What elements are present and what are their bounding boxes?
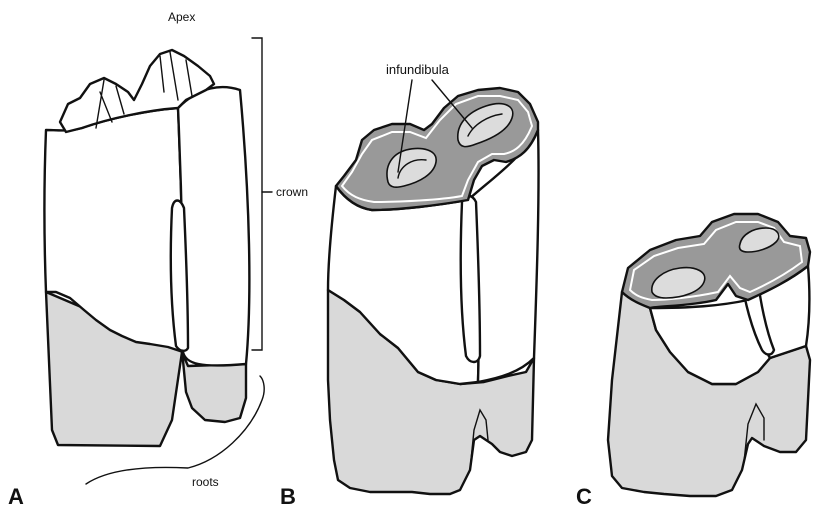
- panel-label-c: C: [576, 484, 592, 509]
- roots-label: roots: [192, 475, 219, 489]
- apex-label: Apex: [168, 10, 195, 24]
- tooth-b: [328, 88, 539, 494]
- infundibula-label: infundibula: [386, 62, 450, 77]
- panel-label-a: A: [8, 484, 24, 509]
- tooth-c: [608, 214, 810, 496]
- tooth-b-groove: [461, 196, 480, 362]
- tooth-a-groove: [171, 201, 188, 351]
- crown-label: crown: [276, 185, 308, 199]
- crown-bracket: [252, 38, 272, 350]
- panel-label-b: B: [280, 484, 296, 509]
- tooth-a: [45, 50, 250, 446]
